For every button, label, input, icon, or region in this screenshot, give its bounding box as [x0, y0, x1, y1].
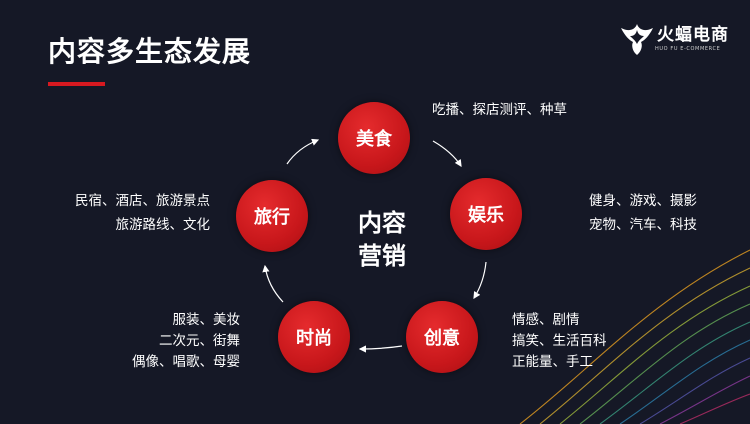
node-food-label: 美食 [356, 129, 392, 150]
creative-desc-line: 正能量、手工 [512, 354, 593, 370]
arrow-creative-to-fashion [358, 345, 403, 353]
arrow-fashion-to-travel [262, 264, 284, 303]
creative-desc-line: 情感、剧情 [512, 312, 580, 328]
entertainment-description: 健身、游戏、摄影 宠物、汽车、科技 [589, 189, 697, 237]
food-description: 吃播、探店测评、种草 [432, 100, 567, 121]
node-entertainment: 娱乐 [450, 178, 522, 250]
page-title: 内容多生态发展 [48, 35, 252, 68]
creative-desc-line: 搞笑、生活百科 [512, 333, 607, 349]
center-line-2: 营销 [358, 242, 406, 270]
node-travel: 旅行 [236, 180, 308, 252]
fashion-description: 服装、美妆 二次元、街舞 偶像、唱歌、母婴 [132, 310, 240, 373]
entertainment-desc-line: 宠物、汽车、科技 [589, 217, 697, 233]
title-underline [48, 82, 105, 86]
travel-desc-line: 旅游路线、文化 [115, 217, 211, 233]
arrow-entertainment-to-creative [473, 261, 487, 300]
node-entertainment-label: 娱乐 [468, 205, 504, 226]
logo-subtitle: HUO FU E-COMMERCE [655, 46, 721, 52]
fashion-desc-line: 偶像、唱歌、母婴 [132, 354, 240, 370]
node-creative: 创意 [406, 301, 478, 373]
node-fashion: 时尚 [278, 301, 350, 373]
arrow-travel-to-food [286, 138, 320, 165]
travel-desc-line: 民宿、酒店、旅游景点 [75, 193, 210, 209]
creative-description: 情感、剧情 搞笑、生活百科 正能量、手工 [512, 310, 607, 373]
logo-name: 火蝠电商 [657, 25, 729, 45]
node-food: 美食 [338, 102, 410, 174]
bat-logo-icon [621, 24, 653, 55]
fashion-desc-line: 二次元、街舞 [159, 333, 240, 349]
entertainment-desc-line: 健身、游戏、摄影 [589, 193, 697, 209]
brand-logo: 火蝠电商 HUO FU E-COMMERCE [619, 18, 739, 62]
node-fashion-label: 时尚 [296, 328, 332, 349]
arrow-food-to-entertainment [432, 140, 462, 168]
center-line-1: 内容 [358, 209, 406, 237]
node-creative-label: 创意 [424, 328, 460, 349]
food-desc-line: 吃播、探店测评、种草 [432, 102, 567, 118]
travel-description: 民宿、酒店、旅游景点 旅游路线、文化 [75, 189, 210, 237]
node-travel-label: 旅行 [254, 207, 290, 228]
fashion-desc-line: 服装、美妆 [172, 312, 241, 328]
center-label: 内容 营销 [347, 207, 417, 273]
